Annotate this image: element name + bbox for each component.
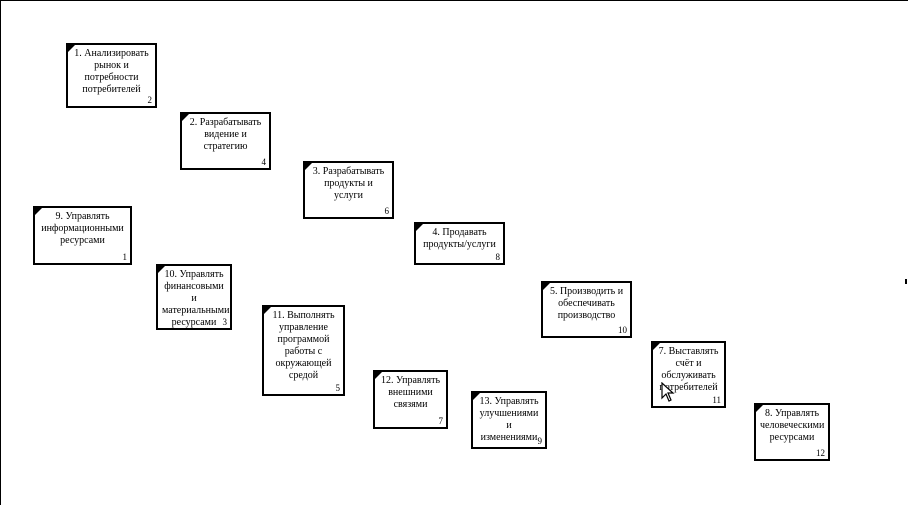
process-box-3[interactable]: 3. Разрабатывать продукты и услуги 6 <box>303 161 394 219</box>
process-number: 7 <box>438 416 444 426</box>
process-box-1[interactable]: 1. Анализировать рынок и потребности пот… <box>66 43 157 108</box>
process-label: 4. Продавать продукты/услуги <box>423 227 496 250</box>
edge-marker <box>905 279 907 284</box>
process-number: 1 <box>122 252 128 262</box>
process-label: 1. Анализировать рынок и потребности пот… <box>74 48 149 95</box>
corner-marker-icon <box>35 208 42 215</box>
corner-marker-icon <box>756 405 763 412</box>
process-box-8[interactable]: 8. Управлять человеческими ресурсами 12 <box>754 403 830 461</box>
process-box-13[interactable]: 13. Управлять улучшениями и изменениями … <box>471 391 547 449</box>
process-number: 4 <box>261 157 267 167</box>
process-number: 8 <box>495 252 501 262</box>
mouse-pointer-icon <box>661 382 675 402</box>
process-label: 3. Разрабатывать продукты и услуги <box>312 166 385 201</box>
process-label: 13. Управлять улучшениями и изменениями <box>479 396 539 443</box>
corner-marker-icon <box>305 163 312 170</box>
process-box-10[interactable]: 10. Управлять финансовыми и материальным… <box>156 264 232 330</box>
process-number: 2 <box>147 95 153 105</box>
process-box-2[interactable]: 2. Разрабатывать видение и стратегию 4 <box>180 112 271 170</box>
process-label: 10. Управлять финансовыми и материальным… <box>162 269 230 328</box>
process-box-9[interactable]: 9. Управлять информационными ресурсами 1 <box>33 206 132 265</box>
process-number: 3 <box>222 317 228 327</box>
process-number: 10 <box>618 325 627 335</box>
corner-marker-icon <box>416 224 423 231</box>
process-number: 11 <box>712 395 721 405</box>
process-number: 5 <box>335 383 341 393</box>
process-label: 12. Управлять внешними связями <box>380 375 441 410</box>
process-number: 6 <box>384 206 390 216</box>
corner-marker-icon <box>264 307 271 314</box>
corner-marker-icon <box>158 266 165 273</box>
corner-marker-icon <box>653 343 660 350</box>
process-label: 2. Разрабатывать видение и стратегию <box>189 117 262 152</box>
process-label: 5. Производить и обеспечивать производст… <box>549 286 624 321</box>
process-box-11[interactable]: 11. Выполнять управление программой рабо… <box>262 305 345 396</box>
corner-marker-icon <box>68 45 75 52</box>
corner-marker-icon <box>182 114 189 121</box>
process-number: 12 <box>816 448 825 458</box>
corner-marker-icon <box>543 283 550 290</box>
process-label: 8. Управлять человеческими ресурсами <box>760 408 825 443</box>
process-number: 9 <box>537 436 543 446</box>
process-box-12[interactable]: 12. Управлять внешними связями 7 <box>373 370 448 429</box>
corner-marker-icon <box>473 393 480 400</box>
process-label: 9. Управлять информационными ресурсами <box>41 211 124 246</box>
process-box-5[interactable]: 5. Производить и обеспечивать производст… <box>541 281 632 338</box>
corner-marker-icon <box>375 372 382 379</box>
process-label: 11. Выполнять управление программой рабо… <box>272 310 335 381</box>
process-box-4[interactable]: 4. Продавать продукты/услуги 8 <box>414 222 505 265</box>
process-label: 7. Выставлять счёт и обслуживать потреби… <box>658 346 719 393</box>
